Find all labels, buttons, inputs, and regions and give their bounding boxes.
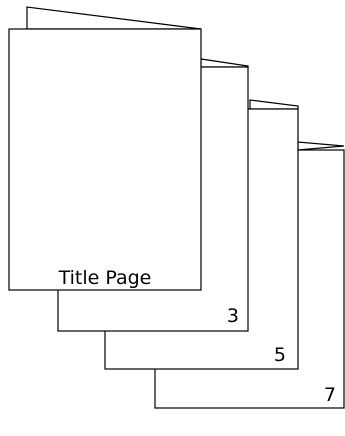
sheet-fold-flap [249,99,299,110]
sheet-face [8,28,202,291]
page-number-label: 3 [227,305,239,327]
title-page-label: Title Page [58,267,152,289]
sheet-fold-flap [200,58,249,68]
page-number-label: 7 [324,384,336,406]
sheet-fold-flap [297,141,345,151]
booklet-sheet-title-page: Title Page [8,6,202,291]
sheet-fold-flap [26,6,202,30]
page-number-label: 5 [274,344,286,366]
